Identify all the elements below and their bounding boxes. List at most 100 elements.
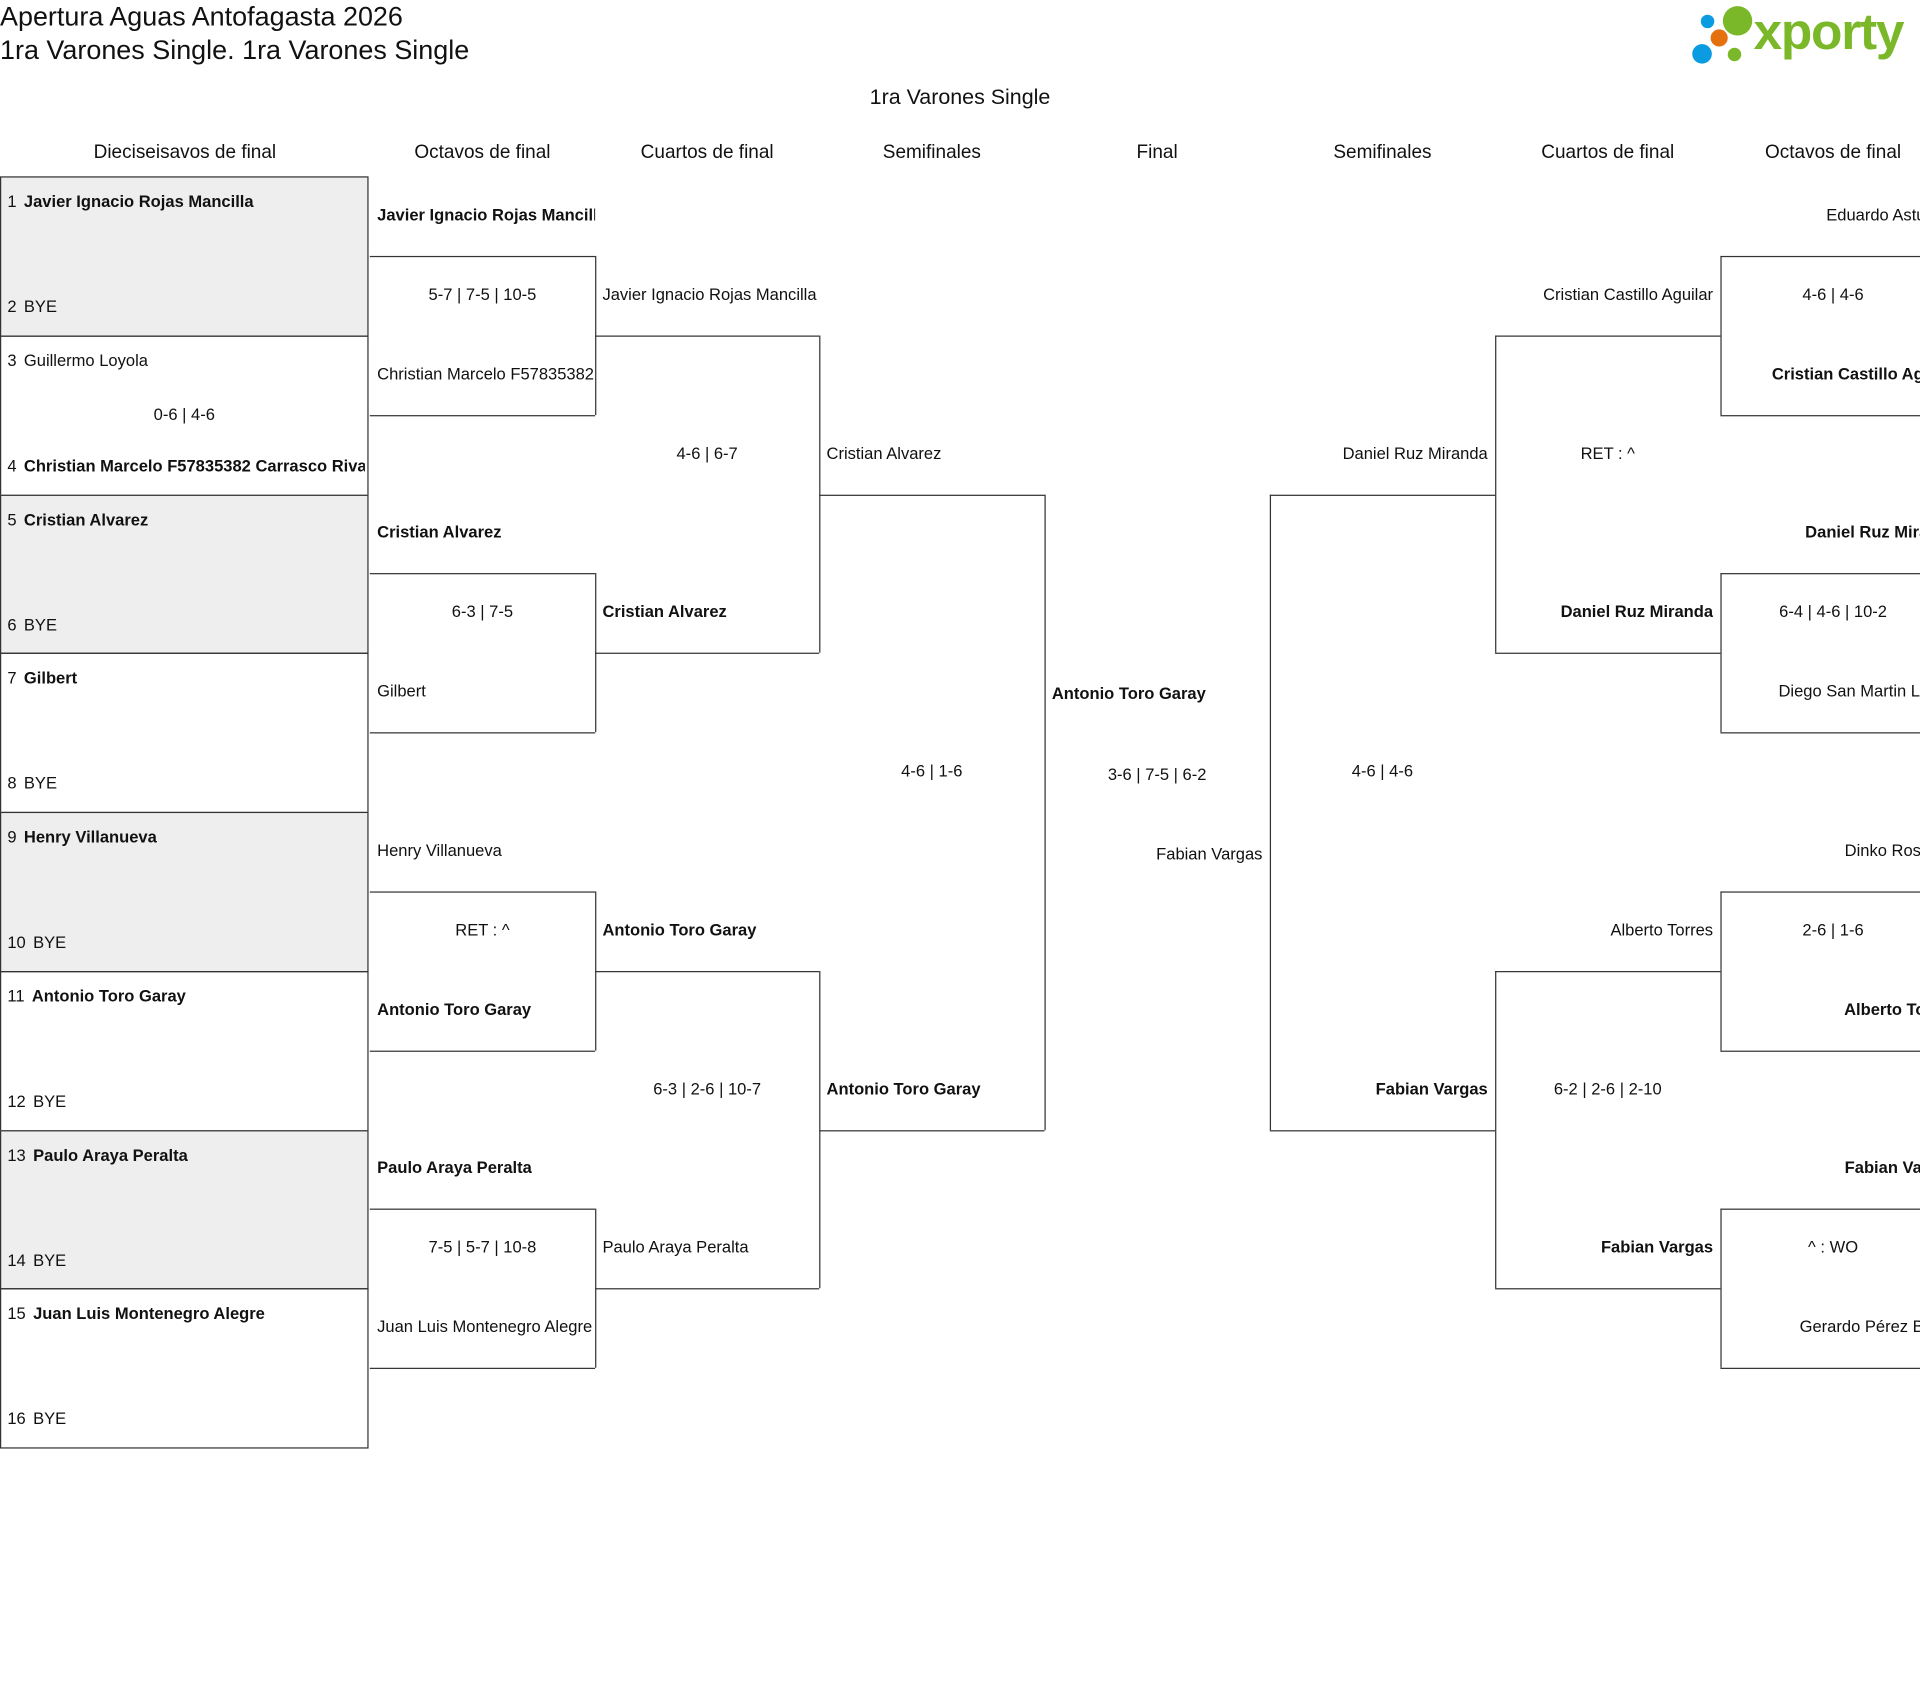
round-header: Cuartos de final [1541,142,1675,163]
bracket-line [1269,494,1496,496]
bracket-line [1495,970,1721,972]
match-score: 4-6 | 1-6 [901,761,963,781]
round-header: Cuartos de final [640,142,774,163]
seed-number: 15 [7,1304,26,1323]
player-name: Alberto Torr [1844,999,1920,1019]
seed-number: 5 [7,510,17,529]
player-name: Antonio Toro Garay [377,999,532,1019]
match-score: 0-6 | 4-6 [153,405,215,424]
logo-dot-orange-icon [1710,29,1728,47]
seed-number: 12 [7,1091,26,1111]
logo-dot-green-large-icon [1722,6,1753,36]
player-name: BYE [23,615,57,634]
bracket-line [1495,335,1721,337]
player-name: Cristian Alvarez [377,523,502,542]
bracket-line [369,891,596,893]
match-score: 6-4 | 4-6 | 10-2 [1779,602,1887,622]
match-box [0,811,369,972]
match-score: RET : ^ [1580,443,1635,463]
match-score: ^ : WO [1808,1238,1859,1257]
player-name: Gilbert [377,682,426,701]
player-name: BYE [33,1409,67,1429]
seed-number: 2 [7,297,17,316]
match-score: 7-5 | 5-7 | 10-8 [428,1238,537,1257]
player-name: BYE [23,774,57,793]
bracket-line [1495,335,1497,653]
player-name: Christian Marcelo F57835382 Carrasco Riv… [23,456,365,475]
bracket-title: 1ra Varones Single [869,84,1051,109]
player-entry: 10 BYE [7,932,365,954]
bracket-line [595,1288,820,1290]
seed-number: 3 [7,351,17,370]
seed-number: 7 [7,668,17,688]
round-header: Octavos de final [414,142,551,163]
bracket-line [369,414,596,416]
bracket-line [819,1129,1045,1131]
bracket-line [595,335,820,337]
player-name: BYE [33,933,67,952]
player-entry: 16 BYE [7,1408,365,1430]
player-entry: 6 BYE [7,614,365,636]
bracket-line [1269,494,1272,1130]
bracket-line [369,255,596,257]
bracket-line [1495,1288,1721,1290]
player-name: Antonio Toro Garay [602,920,757,939]
bracket-line [1720,1209,1920,1211]
player-name: Cristian Alvarez [602,602,727,622]
player-name: Christian Marcelo F57835382 [377,364,595,383]
player-name: Gilbert [23,668,78,688]
seed-number: 9 [7,827,17,847]
player-name: Javier Ignacio Rojas Mancilla [377,205,596,224]
bracket-line [1720,414,1920,416]
bracket-line [1720,732,1920,734]
match-box [0,176,369,337]
player-entry: 9 Henry Villanueva [7,827,365,849]
bracket-line [595,255,597,415]
player-name: Cristian Castillo Agui [1771,364,1920,383]
logo-dot-blue-small-icon [1700,14,1715,29]
player-name: Antonio Toro Garay [826,1079,981,1098]
player-name: Daniel Ruz Miranda [1560,602,1714,622]
bracket-line [1044,494,1046,1130]
player-name: Juan Luis Montenegro Alegre [377,1317,593,1337]
player-name: Antonio Toro Garay [31,986,186,1006]
finalist-name: Fabian Vargas [1156,844,1263,864]
bracket-line [369,1050,596,1052]
bracket-line [1720,891,1920,893]
logo-text: xporty [1753,2,1904,61]
bracket-line [595,652,820,655]
match-box [0,494,369,655]
player-name: Diego San Martin Loo [1778,682,1920,701]
match-score: 4-6 | 6-7 [676,443,738,463]
player-name: Alberto Torres [1610,920,1714,939]
final-score: 3-6 | 7-5 | 6-2 [1107,765,1207,784]
round-header: Final [1136,142,1178,163]
player-name: BYE [33,1250,67,1270]
seed-number: 10 [7,933,26,952]
bracket-line [1495,970,1497,1289]
bracket-line [819,494,1045,496]
bracket-line [1720,573,1722,733]
round-header: Dieciseisavos de final [93,142,277,163]
player-name: Cristian Alvarez [826,443,942,463]
seed-number: 16 [7,1409,26,1429]
seed-number: 8 [7,774,17,793]
seed-number: 6 [7,615,17,634]
player-name: Cristian Alvarez [23,510,149,529]
match-score: 4-6 | 4-6 [1351,761,1414,781]
player-name: Henry Villanueva [23,827,157,847]
bracket-line [369,1209,596,1211]
match-score: 4-6 | 4-6 [1802,285,1864,304]
player-name: Paulo Araya Peralta [602,1238,749,1257]
category-subtitle: 1ra Varones Single. 1ra Varones Single [0,34,470,65]
match-score: 6-3 | 2-6 | 10-7 [653,1079,762,1098]
match-score: 5-7 | 7-5 | 10-5 [428,285,537,304]
player-name: Fabian Vargas [1600,1238,1714,1257]
player-name: Paulo Araya Peralta [377,1158,532,1178]
